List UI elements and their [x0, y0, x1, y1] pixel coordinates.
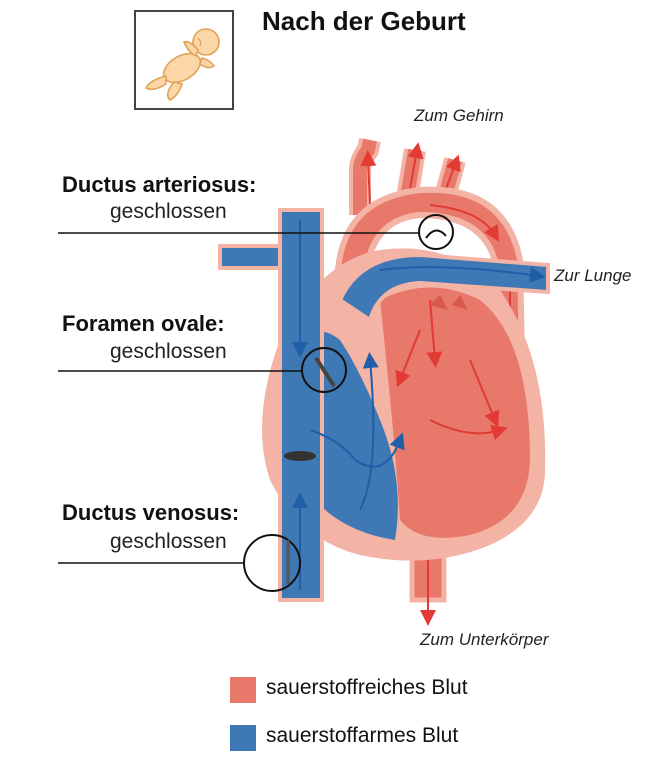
label-ductus-venosus: Ductus venosus: — [62, 500, 240, 525]
status-ductus-arteriosus: geschlossen — [110, 200, 227, 223]
baby-icon — [144, 28, 220, 101]
label-ductus-arteriosus: Ductus arteriosus: — [62, 172, 257, 197]
label-foramen-ovale: Foramen ovale: — [62, 311, 225, 336]
foramen-ovale-circle — [301, 347, 347, 393]
legend-swatch-oxygen-poor — [230, 725, 256, 751]
legend-label-oxygen-poor: sauerstoffarmes Blut — [266, 724, 459, 747]
valve-shape — [430, 295, 448, 310]
note-to-lower-body: Zum Unterkörper — [420, 630, 549, 649]
valve-shape — [452, 295, 468, 310]
status-foramen-ovale: geschlossen — [110, 340, 227, 363]
legend-swatch-oxygen-rich — [230, 677, 256, 703]
coronary-sinus-mark — [284, 451, 316, 461]
left-heart-chambers — [380, 287, 530, 538]
page-title: Nach der Geburt — [262, 6, 466, 36]
ductus-arteriosus-circle — [418, 214, 454, 250]
status-ductus-venosus: geschlossen — [110, 530, 227, 553]
legend-label-oxygen-rich: sauerstoffreiches Blut — [266, 676, 468, 699]
note-to-lung: Zur Lunge — [554, 266, 632, 285]
vena-cava — [278, 208, 324, 602]
note-to-brain: Zum Gehirn — [414, 106, 504, 125]
infant-icon-box — [134, 10, 234, 110]
